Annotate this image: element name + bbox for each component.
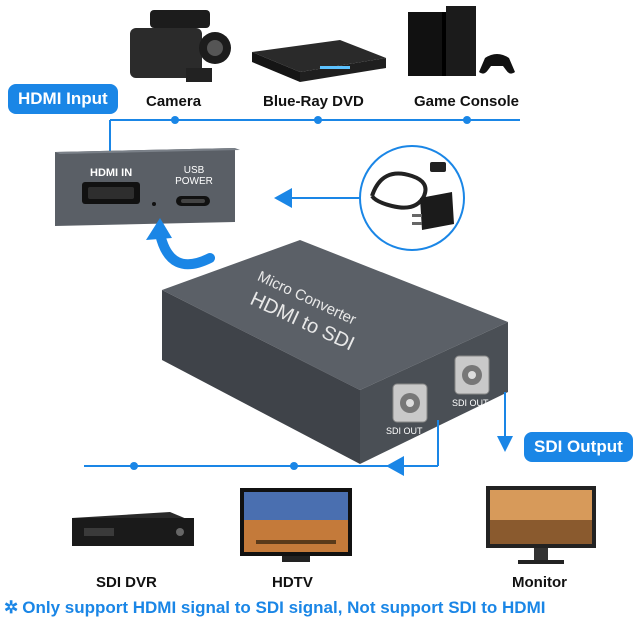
sdi-dvr-label: SDI DVR	[96, 574, 157, 591]
port-panel	[55, 148, 240, 226]
game-console-image	[408, 6, 515, 76]
footer-note: ✲Only support HDMI signal to SDI signal,…	[4, 598, 640, 618]
input-signal-line	[109, 116, 520, 160]
camera-label: Camera	[146, 93, 202, 110]
game-console-label: Game Console	[414, 93, 520, 110]
footer-note-text: Only support HDMI signal to SDI signal, …	[22, 598, 546, 617]
output-signal-lines	[84, 392, 513, 476]
sdi-connectors	[392, 355, 490, 423]
hdmi-input-badge: HDMI Input	[8, 84, 118, 114]
usb-power-arrow	[274, 188, 360, 208]
converter-device	[162, 240, 508, 464]
monitor-label: Monitor	[512, 574, 567, 591]
hdtv-image	[240, 488, 352, 562]
curved-arrow	[146, 218, 215, 270]
hdmi-in-port-label: HDMI IN	[90, 167, 133, 179]
sdi-out-port-label-2: SDI OUT	[452, 398, 489, 408]
bluray-player-image	[252, 40, 386, 82]
sdi-output-badge: SDI Output	[524, 432, 633, 462]
camera-image	[130, 10, 231, 82]
sdi-dvr-image	[72, 512, 194, 546]
bluray-label: Blue-Ray DVD	[263, 93, 364, 110]
usb-power-port-label: USB POWER	[175, 165, 213, 187]
usb-adapter-image	[359, 145, 465, 251]
hdtv-label: HDTV	[272, 574, 313, 591]
sparkle-icon: ✲	[4, 598, 19, 617]
sdi-out-port-label-1: SDI OUT	[386, 426, 423, 436]
monitor-image	[486, 486, 596, 564]
